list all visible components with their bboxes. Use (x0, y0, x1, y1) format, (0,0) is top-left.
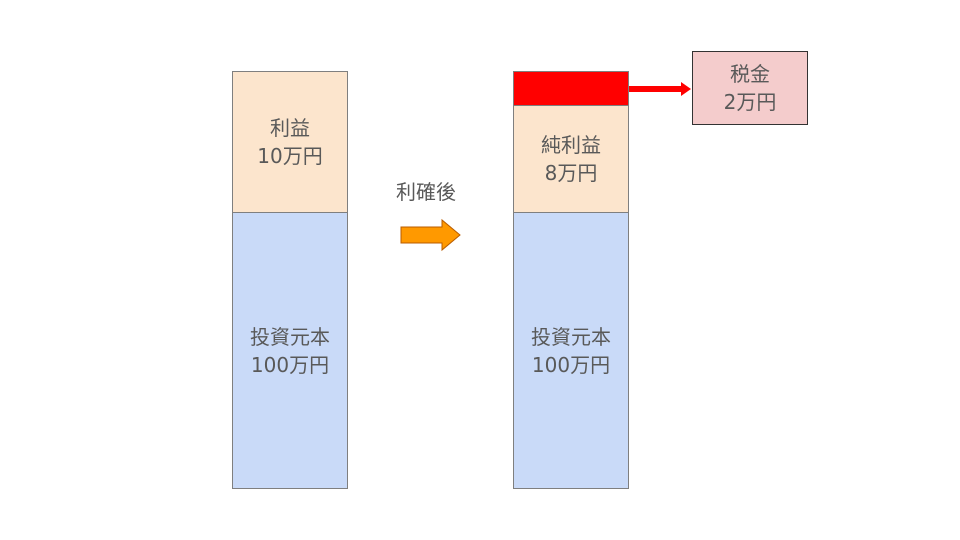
tax-portion-block (513, 71, 629, 106)
after-principal-amount: 100万円 (531, 352, 611, 377)
before-profit-block: 利益 10万円 (232, 71, 348, 213)
tax-amount: 2万円 (723, 90, 777, 114)
after-net-profit-label: 純利益 (541, 133, 601, 157)
transition-arrow-icon (400, 218, 461, 252)
before-principal-block: 投資元本 100万円 (232, 212, 348, 489)
after-net-profit-amount: 8万円 (544, 161, 598, 185)
before-profit-label: 利益 (270, 116, 310, 140)
before-profit-amount: 10万円 (257, 144, 323, 168)
tax-label: 税金 (730, 62, 770, 86)
transition-label: 利確後 (396, 180, 456, 204)
after-principal-label: 投資元本 (531, 324, 611, 349)
tax-box: 税金 2万円 (692, 51, 808, 125)
before-principal-label: 投資元本 (250, 324, 330, 349)
before-principal-amount: 100万円 (250, 352, 330, 377)
after-principal-block: 投資元本 100万円 (513, 212, 629, 489)
after-net-profit-block: 純利益 8万円 (513, 105, 629, 213)
tax-arrow-icon (629, 82, 691, 96)
